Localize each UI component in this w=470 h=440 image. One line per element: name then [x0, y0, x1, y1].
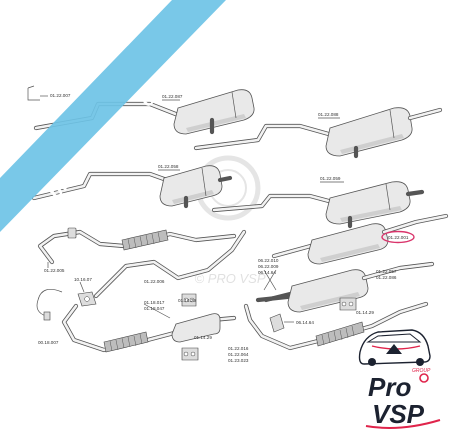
part-clamp-top-left: [27, 85, 48, 101]
label-01-22-001: 01.22.001: [388, 235, 409, 240]
label-01-14-29-a: 01.14.29: [178, 298, 196, 303]
lambda-sensor: [36, 289, 63, 321]
label-01-18-017: 01.18.017: [144, 300, 165, 305]
rubber-mount-lower: [181, 347, 199, 361]
logo-pro-text: Pro: [368, 372, 411, 402]
label-10-16-07: 10.16.07: [74, 277, 92, 282]
rubber-mount-upper: [181, 293, 197, 307]
label-01-14-29-c: 01.14.29: [356, 310, 374, 315]
label-01-22-058: 01.22.058: [158, 164, 179, 169]
center-watermark-text: © PRO VSP: [195, 271, 266, 286]
intermediate-pipe: [93, 229, 247, 299]
pro-vsp-logo: GROUP Pro VSP: [358, 329, 441, 429]
logo-vsp-text: VSP: [372, 399, 425, 429]
label-01-22-006: 01.22.006: [144, 279, 165, 284]
front-pipe-1: [37, 227, 237, 265]
logo-accent-ring: [419, 373, 429, 383]
label-06-14-64-a: 06.14.64: [258, 270, 276, 275]
exhaust-assembly-5: [271, 213, 449, 265]
label-01-14-29-b: 01.14.29: [194, 335, 212, 340]
logo-swoosh: [365, 419, 441, 429]
highlight-ring: [381, 230, 415, 244]
exhaust-assembly-2: [193, 107, 443, 159]
label-01-22-057: 01.22.057: [376, 269, 397, 274]
front-pipe-2: [243, 301, 429, 351]
label-01-23-023: 01.23.023: [228, 358, 249, 363]
label-01-22-088: 01.22.088: [318, 112, 339, 117]
exhaust-assembly-6: [263, 261, 435, 313]
label-01-22-007: 01.22.007: [50, 93, 71, 98]
label-01-22-087: 01.22.087: [162, 94, 183, 99]
gasket-10-16-07: [77, 291, 97, 307]
car-icon: [358, 329, 431, 366]
label-01-22-016: 01.22.016: [228, 346, 249, 351]
rubber-mount-right: [339, 297, 357, 311]
label-06-22-009: 06.22.009: [258, 264, 279, 269]
label-01-18-047: 01.18.047: [144, 306, 165, 311]
front-pipe-catalyst: [61, 303, 237, 353]
label-01-22-086: 01.22.086: [376, 275, 397, 280]
label-00-18-007: 00.18.007: [38, 340, 59, 345]
label-01-22-064: 01.22.064: [228, 352, 249, 357]
exhaust-assembly-3: [31, 165, 233, 209]
logo-group-text: GROUP: [412, 368, 431, 374]
label-01-22-005: 01.22.005: [44, 268, 65, 273]
exhaust-assembly-4: [211, 181, 425, 229]
label-06-14-64-b: 06.14.64: [296, 320, 314, 325]
label-06-22-010: 06.22.010: [258, 258, 279, 263]
label-01-22-059: 01.22.059: [320, 176, 341, 181]
